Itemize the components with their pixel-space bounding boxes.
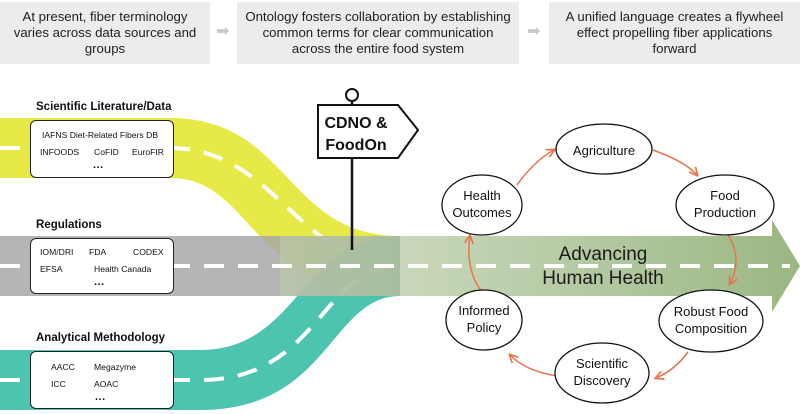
signpost-line-1: CDNO & — [324, 115, 388, 132]
signpost-board — [317, 104, 420, 159]
cycle-arrow-3 — [727, 234, 736, 284]
cycle-node-informed-policy — [445, 289, 523, 351]
cycle-arrow-5 — [510, 355, 559, 377]
source-infoods: INFOODS — [40, 147, 80, 157]
analytical-lane-title: Analytical Methodology — [36, 332, 166, 344]
regulations-more: ... — [94, 276, 105, 288]
cycle-node-discovery-label-1: Scientific — [576, 356, 629, 371]
step-arrow-1-icon: ➡ — [216, 23, 230, 40]
signpost-knob — [345, 88, 359, 102]
step-2-box: Ontology fosters collaboration by establ… — [237, 2, 519, 64]
goal-arrow — [280, 220, 800, 312]
goal-line-2: Human Health — [542, 268, 663, 289]
step-3-box: A unified language creates a flywheel ef… — [549, 2, 800, 64]
cycle-node-composition-label-1: Robust Food — [674, 304, 748, 319]
step-1-text: At present, fiber terminology varies acr… — [13, 9, 197, 56]
scientific-lane-title: Scientific Literature/Data — [36, 101, 172, 113]
cycle-node-food-production — [675, 174, 775, 236]
cycle-node-agriculture-label: Agriculture — [573, 143, 635, 158]
regulations-lane-title: Regulations — [36, 219, 102, 231]
source-codex: CODEX — [133, 247, 164, 257]
cycle-node-health-label-1: Health — [463, 188, 501, 203]
cycle-node-agriculture — [555, 123, 653, 175]
cycle-arrow-2 — [652, 149, 697, 175]
cycle-node-robust-food-composition — [658, 289, 764, 353]
step-3-text: A unified language creates a flywheel ef… — [565, 9, 784, 56]
regulations-sources-box: IOM/DRI FDA CODEX EFSA Health Canada ... — [30, 238, 174, 294]
cycle-arrow-4 — [656, 351, 689, 378]
scientific-more: ... — [93, 159, 104, 171]
source-health-canada: Health Canada — [94, 264, 152, 274]
source-icc: ICC — [51, 379, 66, 389]
source-efsa: EFSA — [40, 264, 63, 274]
source-iom-dri: IOM/DRI — [40, 247, 74, 257]
source-fda: FDA — [89, 247, 107, 257]
analytical-more: ... — [95, 391, 106, 403]
step-1-box: At present, fiber terminology varies acr… — [0, 2, 210, 64]
goal-line-1: Advancing — [559, 244, 648, 265]
source-iafns: IAFNS Diet-Related Fibers DB — [42, 130, 159, 140]
cycle-node-food-production-label-2: Production — [694, 205, 756, 220]
source-eurofir: EuroFIR — [132, 147, 164, 157]
cycle-node-health-outcomes — [441, 174, 523, 236]
source-aoac: AOAC — [94, 379, 119, 389]
cycle-arrow-6 — [469, 236, 483, 293]
analytical-sources-box: AACC Megazyme ICC AOAC ... — [30, 351, 174, 409]
cycle-arrow-1 — [516, 150, 554, 186]
step-2-text: Ontology fosters collaboration by establ… — [245, 9, 511, 56]
cycle-node-policy-label-1: Informed — [458, 303, 509, 318]
source-cofid: CoFID — [94, 147, 119, 157]
cycle-node-composition-label-2: Composition — [675, 321, 747, 336]
step-arrow-2-icon: ➡ — [527, 23, 541, 40]
cycle-node-discovery-label-2: Discovery — [573, 373, 631, 388]
cycle-node-health-label-2: Outcomes — [452, 205, 512, 220]
signpost-line-2: FoodOn — [325, 137, 386, 154]
source-aacc: AACC — [51, 362, 75, 372]
cycle-node-scientific-discovery — [554, 342, 650, 404]
cycle-node-policy-label-2: Policy — [467, 320, 502, 335]
source-megazyme: Megazyme — [94, 362, 137, 372]
scientific-sources-box: IAFNS Diet-Related Fibers DB INFOODS CoF… — [30, 120, 174, 178]
cycle-node-food-production-label-1: Food — [710, 188, 740, 203]
